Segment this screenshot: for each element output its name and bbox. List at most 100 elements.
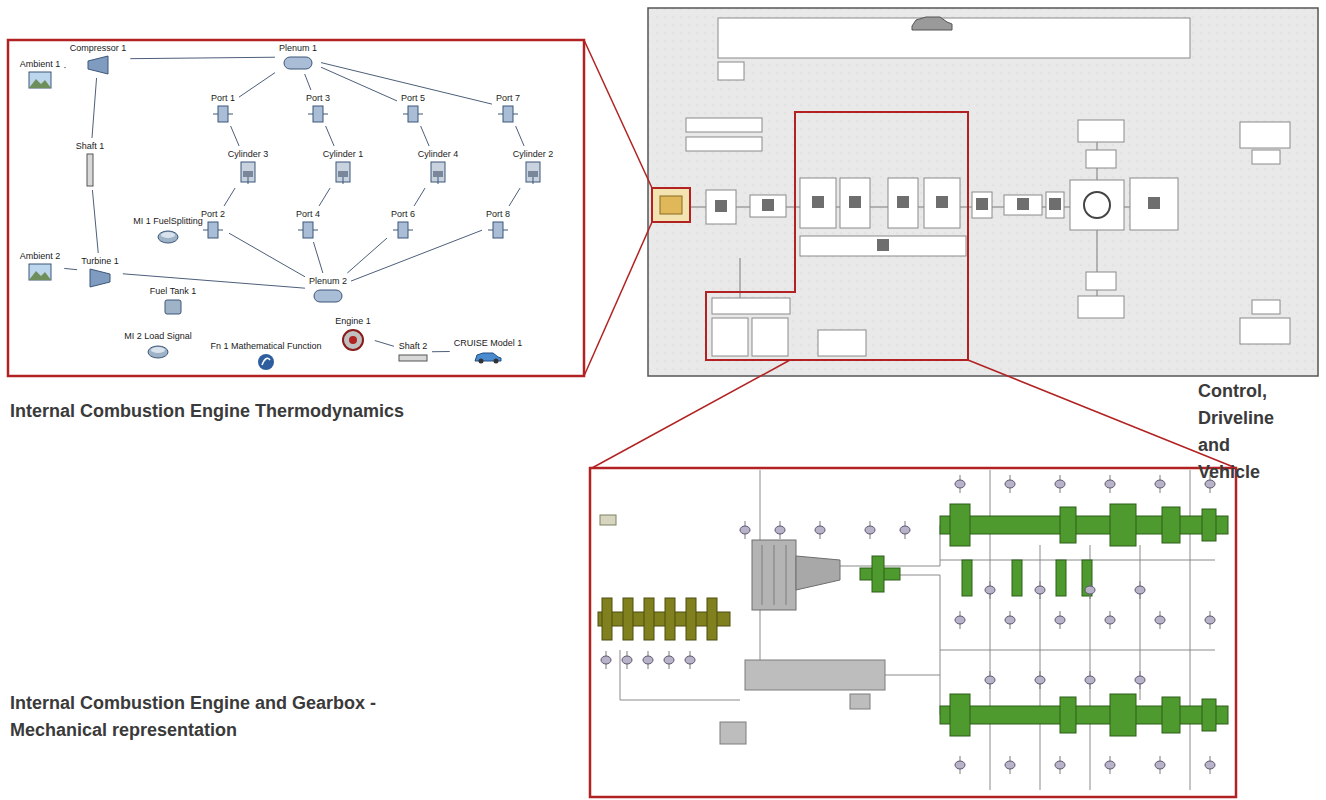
pipe-connector — [92, 190, 98, 253]
gearbox-shaft — [950, 504, 970, 546]
bearing-symbol — [1155, 480, 1165, 488]
bearing-symbol — [1035, 581, 1045, 599]
pipe-connector — [229, 233, 305, 277]
panel-block — [750, 195, 786, 217]
crank-throw — [686, 598, 696, 640]
bearing-symbol — [985, 676, 995, 684]
bearing-symbol — [775, 526, 785, 534]
model-component: Ambient 2 — [18, 250, 63, 282]
clutch-housing — [774, 545, 775, 605]
component-icon — [523, 161, 543, 185]
mechanical-wiring — [940, 650, 1215, 651]
icon-part — [148, 346, 168, 358]
model-component: Port 4 — [294, 208, 322, 240]
component-icon — [28, 71, 52, 89]
bearing-symbol — [664, 656, 674, 664]
component-label: CRUISE Model 1 — [454, 338, 523, 349]
model-component: Port 5 — [399, 92, 427, 124]
bearing-symbol — [985, 586, 995, 594]
icon-part — [533, 177, 534, 184]
block-glyph — [762, 199, 774, 211]
bearing-symbol — [1105, 756, 1115, 774]
bearing-symbol — [1085, 581, 1095, 599]
differential-symbol — [1084, 192, 1110, 218]
panel-block — [1252, 150, 1280, 164]
model-component: Fn 1 Mathematical Function — [208, 340, 323, 372]
component-label: Cylinder 4 — [418, 149, 459, 160]
bearing-symbol — [740, 526, 750, 534]
panel-block — [712, 318, 748, 356]
panel-block — [1240, 122, 1290, 148]
model-component: Ambient 1 — [18, 58, 63, 90]
panel-block — [888, 178, 918, 228]
component-icon — [298, 221, 318, 239]
pipe-connector — [375, 341, 394, 347]
bearing-symbol — [1105, 616, 1115, 624]
bearing-symbol — [985, 581, 995, 599]
block-glyph — [1148, 197, 1160, 209]
bearing-symbol — [1085, 676, 1095, 684]
icon-part — [313, 106, 323, 122]
bearing-symbol — [1135, 581, 1145, 599]
caption-text: Internal Combustion Engine and Gearbox -… — [10, 690, 450, 744]
highlight-outline — [968, 360, 1236, 468]
mechanical-wiring — [880, 675, 940, 676]
car-icon — [912, 17, 952, 30]
icon-part — [165, 300, 181, 314]
gearbox-shaft — [962, 560, 972, 596]
panel-block — [686, 17, 1290, 356]
icon-part — [349, 336, 357, 344]
block-glyph — [877, 239, 889, 251]
component-icon — [473, 350, 503, 364]
icon-part — [343, 330, 363, 350]
icon-part — [218, 106, 228, 122]
icon-part — [243, 171, 253, 177]
bearing-symbol — [900, 521, 910, 539]
bearing-symbol — [1135, 586, 1145, 594]
bearing-symbol — [955, 616, 965, 624]
panel-block — [1078, 296, 1124, 318]
component-icon — [238, 161, 258, 185]
component-label: Port 5 — [401, 93, 425, 104]
bearing-symbol — [865, 526, 875, 534]
icon-part — [90, 269, 110, 287]
component-icon — [147, 343, 169, 359]
gearbox-shaft — [940, 516, 1228, 534]
component-icon — [203, 221, 223, 239]
panel-block — [1130, 178, 1178, 230]
panel-block — [972, 192, 992, 218]
highlight-outline — [584, 222, 652, 376]
bearing-symbol — [1105, 475, 1115, 493]
panel-block — [1078, 120, 1124, 142]
component-label: Ambient 2 — [20, 251, 61, 262]
block-glyph — [1049, 198, 1061, 210]
gearbox-shaft — [872, 556, 884, 592]
bearing-symbol — [955, 475, 965, 493]
highlight-outline — [592, 360, 790, 468]
panel-block — [800, 178, 836, 228]
icon-part — [493, 222, 503, 238]
pipe-connector — [414, 188, 425, 206]
gearbox-shaft — [860, 504, 1228, 736]
bearing-symbol — [1055, 616, 1065, 624]
gearbox-shaft — [1162, 697, 1180, 733]
model-component: Port 6 — [389, 208, 417, 240]
component-label: Shaft 2 — [399, 341, 428, 352]
pipe-connector — [347, 238, 387, 273]
model-component: Port 8 — [484, 208, 512, 240]
component-icon — [398, 353, 428, 363]
icon-part — [208, 222, 218, 238]
component-label: MI 1 FuelSplitting — [133, 216, 203, 227]
pipe-connector — [432, 351, 450, 352]
gearbox-shaft — [1202, 699, 1216, 731]
icon-part — [29, 271, 51, 280]
pipe-connector — [321, 63, 492, 105]
model-component: CRUISE Model 1 — [452, 337, 525, 365]
component-icon — [88, 268, 112, 288]
bearing-symbol — [622, 651, 632, 669]
model-component: Cylinder 4 — [416, 148, 461, 186]
component-label: Shaft 1 — [76, 141, 105, 152]
